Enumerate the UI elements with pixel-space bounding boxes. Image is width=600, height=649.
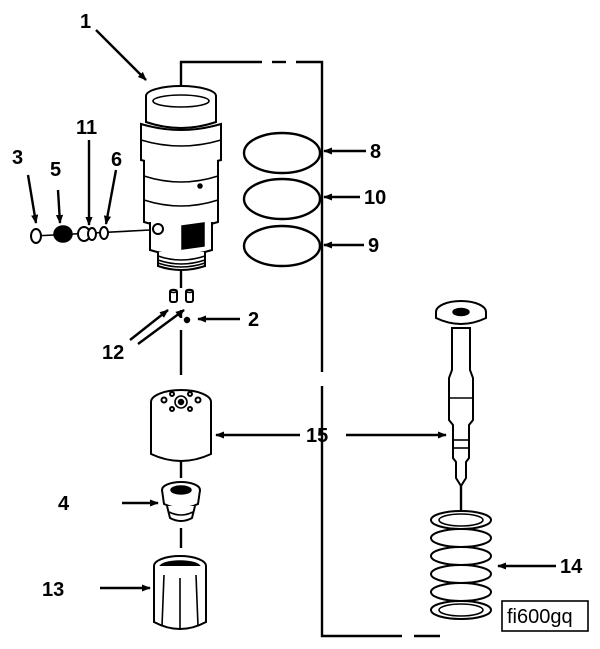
ball-5 — [53, 225, 73, 243]
assembly-bracket-lines — [179, 60, 440, 638]
callout-1: 1 — [80, 11, 91, 33]
injector-body-part — [140, 85, 222, 271]
callout-9: 9 — [368, 235, 379, 257]
dowel-pins-part — [169, 288, 194, 303]
small-parts-row — [30, 225, 151, 244]
barrel-part — [150, 389, 212, 462]
callout-2: 2 — [248, 309, 259, 331]
o-ring-3 — [30, 228, 42, 244]
callout-13: 13 — [42, 579, 64, 601]
spring-part — [430, 510, 492, 620]
callout-10: 10 — [364, 187, 386, 209]
ball-2 — [183, 316, 191, 324]
plunger-part — [435, 300, 487, 488]
figure-id-box: fi600gq — [501, 600, 589, 632]
o-ring-10 — [242, 177, 322, 221]
nozzle-nut-part — [153, 555, 207, 630]
callout-5: 5 — [50, 159, 61, 181]
figure-id: fi600gq — [507, 606, 573, 628]
nozzle-part — [161, 481, 201, 522]
o-ring-8 — [242, 131, 322, 175]
callout-14: 14 — [560, 556, 583, 578]
o-ring-6 — [99, 226, 109, 240]
leader-arrows — [26, 29, 556, 592]
o-ring-9 — [242, 224, 322, 268]
callout-4: 4 — [58, 493, 70, 515]
callout-8: 8 — [370, 141, 381, 163]
callout-15: 15 — [306, 425, 328, 447]
callout-6: 6 — [111, 149, 122, 171]
callout-12: 12 — [102, 342, 124, 364]
callout-11: 11 — [76, 117, 97, 139]
o-rings-stack — [242, 131, 322, 268]
callout-3: 3 — [12, 147, 23, 169]
